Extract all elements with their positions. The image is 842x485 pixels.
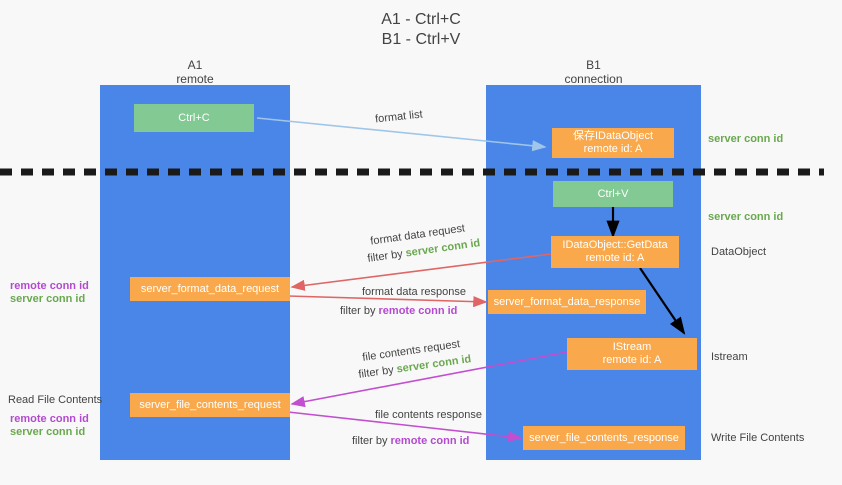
remote-conn-id-1: remote conn id bbox=[378, 305, 458, 317]
annotation-left-remote-conn-id-1: remote conn id bbox=[10, 279, 89, 293]
annotation-left-server-conn-id-2: server conn id bbox=[10, 425, 85, 439]
node-ctrl-v[interactable]: Ctrl+V bbox=[553, 181, 673, 207]
lane-a1-name: A1 bbox=[187, 58, 203, 72]
annotation-dataobject-text: DataObject bbox=[711, 246, 767, 258]
edge-label-filter-remote-conn-id-2: filter by remote conn id bbox=[352, 434, 469, 448]
node-ctrl-c[interactable]: Ctrl+C bbox=[134, 104, 254, 132]
annotation-read-file-contents-text: Read File Contents bbox=[8, 394, 103, 406]
filter-by-label-1: filter by bbox=[366, 248, 404, 265]
node-server-file-contents-request[interactable]: server_file_contents_request bbox=[130, 393, 290, 417]
edge-label-format-data-response: format data response bbox=[362, 285, 466, 299]
node-server-file-contents-response[interactable]: server_file_contents_response bbox=[523, 426, 685, 450]
remote-conn-id-2: remote conn id bbox=[390, 435, 470, 447]
annotation-left-server-conn-id-1: server conn id bbox=[10, 292, 85, 306]
node-server-format-data-response[interactable]: server_format_data_response bbox=[488, 290, 646, 314]
node-idataobject-getdata[interactable]: IDataObject::GetData remote id: A bbox=[551, 236, 679, 268]
annotation-write-file-contents-text: Write File Contents bbox=[711, 432, 805, 444]
annotation-left-server-conn-id-1-text: server conn id bbox=[10, 293, 86, 305]
annotation-left-remote-conn-id-1-text: remote conn id bbox=[10, 280, 89, 292]
annotation-left-server-conn-id-2-text: server conn id bbox=[10, 426, 86, 438]
node-server-format-data-request[interactable]: server_format_data_request bbox=[130, 277, 290, 301]
annotation-server-conn-id-mid-text: server conn id bbox=[708, 211, 784, 223]
annotation-left-remote-conn-id-2-text: remote conn id bbox=[10, 413, 89, 425]
annotation-dataobject: DataObject bbox=[711, 245, 766, 259]
node-getdata-line2: remote id: A bbox=[585, 252, 645, 264]
edge-label-file-contents-response-text: file contents response bbox=[375, 409, 483, 421]
diagram-title: A1 - Ctrl+C B1 - Ctrl+V bbox=[0, 10, 842, 50]
node-istream-line2: remote id: A bbox=[602, 354, 662, 366]
title-line-1: A1 - Ctrl+C bbox=[381, 11, 461, 28]
annotation-server-conn-id-mid: server conn id bbox=[708, 210, 783, 224]
filter-by-label-4: filter by bbox=[352, 435, 388, 447]
node-getdata-line1: IDataObject::GetData bbox=[562, 239, 668, 251]
filter-by-label-2: filter by bbox=[340, 305, 376, 317]
lane-header-a1: A1 remote bbox=[100, 58, 290, 86]
node-save-idataobject[interactable]: 保存IDataObject remote id: A bbox=[552, 128, 674, 158]
annotation-left-remote-conn-id-2: remote conn id bbox=[10, 412, 89, 426]
annotation-istream: Istream bbox=[711, 350, 748, 364]
edge-label-file-contents-response: file contents response bbox=[375, 408, 482, 422]
lane-b1-sub: connection bbox=[564, 72, 623, 86]
node-server-file-contents-request-label: server_file_contents_request bbox=[139, 398, 281, 411]
node-save-idataobject-line1: 保存IDataObject bbox=[572, 130, 654, 142]
edge-label-filter-remote-conn-id-1: filter by remote conn id bbox=[340, 304, 457, 318]
annotation-write-file-contents: Write File Contents bbox=[711, 431, 804, 445]
edge-label-format-list-text: format list bbox=[374, 108, 424, 126]
lane-a1-sub: remote bbox=[176, 72, 214, 86]
title-line-2: B1 - Ctrl+V bbox=[381, 31, 461, 48]
node-ctrl-v-label: Ctrl+V bbox=[597, 187, 629, 200]
lane-header-b1: B1 connection bbox=[486, 58, 701, 86]
annotation-server-conn-id-top-text: server conn id bbox=[708, 133, 784, 145]
annotation-read-file-contents: Read File Contents bbox=[8, 393, 102, 407]
edge-label-format-list: format list bbox=[374, 108, 424, 127]
node-istream[interactable]: IStream remote id: A bbox=[567, 338, 697, 370]
edge-label-format-data-response-text: format data response bbox=[362, 286, 466, 298]
node-server-format-data-response-label: server_format_data_response bbox=[493, 295, 641, 308]
annotation-istream-text: Istream bbox=[711, 351, 748, 363]
node-istream-line1: IStream bbox=[612, 341, 652, 353]
node-server-format-data-request-label: server_format_data_request bbox=[140, 282, 280, 295]
annotation-server-conn-id-top: server conn id bbox=[708, 132, 783, 146]
filter-by-label-3: filter by bbox=[357, 364, 395, 381]
lane-b1-name: B1 bbox=[586, 58, 601, 72]
node-ctrl-c-label: Ctrl+C bbox=[178, 111, 210, 124]
node-save-idataobject-line2: remote id: A bbox=[583, 143, 643, 155]
node-server-file-contents-response-label: server_file_contents_response bbox=[529, 431, 679, 444]
